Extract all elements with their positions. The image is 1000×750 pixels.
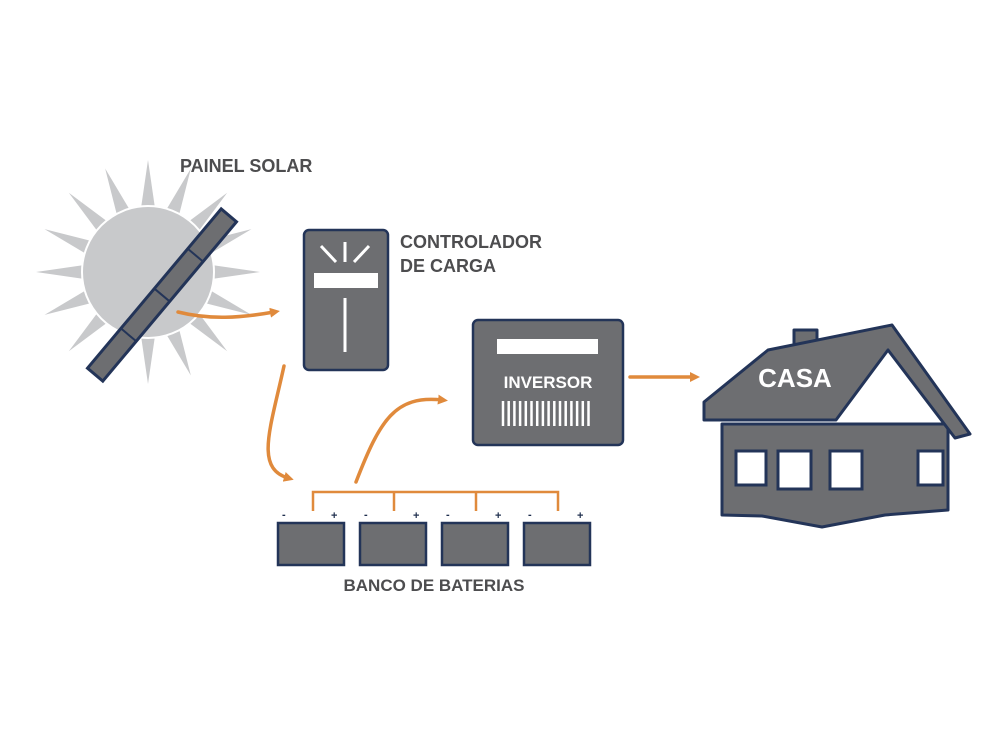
battery-wiring — [311, 490, 560, 511]
flow-arrows — [176, 307, 700, 484]
sun-ray — [68, 312, 108, 352]
sun-ray — [105, 168, 131, 216]
battery-positive-terminal: + — [495, 510, 501, 522]
sun-icon — [36, 160, 260, 384]
sun-ray — [140, 160, 156, 209]
charge-controller-icon — [302, 228, 390, 372]
battery-positive-terminal: + — [331, 510, 337, 522]
battery-negative-terminal: - — [364, 509, 368, 521]
sun-ray — [165, 328, 191, 376]
controller-label-line1: CONTROLADOR — [400, 232, 542, 252]
battery-icon: -+ — [522, 509, 592, 567]
sun-ray — [165, 168, 191, 216]
battery-icon: -+ — [276, 509, 346, 567]
sun-ray — [44, 289, 92, 315]
battery-negative-terminal: - — [282, 509, 286, 521]
house-label: CASA — [758, 363, 832, 393]
inverter-label: INVERSOR — [504, 373, 593, 392]
sun-ray — [68, 192, 108, 232]
sun-ray — [211, 264, 260, 280]
battery-negative-terminal: - — [528, 509, 532, 521]
arrow-panel-to-controller — [176, 307, 280, 319]
solar-panel-icon — [85, 206, 239, 384]
sun-ray — [44, 229, 92, 255]
battery-positive-terminal: + — [577, 510, 583, 522]
sun-ray — [188, 192, 228, 232]
sun-ray — [188, 312, 228, 352]
solar-panel-label: PAINEL SOLAR — [180, 156, 312, 176]
sun-ray — [204, 289, 252, 315]
battery-icon: -+ — [440, 509, 510, 567]
arrow-controller-to-batteries — [266, 364, 294, 482]
battery-bank-label: BANCO DE BATERIAS — [343, 576, 524, 595]
controller-label-line2: DE CARGA — [400, 256, 496, 276]
battery-positive-terminal: + — [413, 510, 419, 522]
sun-ray — [36, 264, 85, 280]
sun-ray — [140, 335, 156, 384]
inverter-icon — [471, 318, 625, 447]
arrow-batteries-to-inverter — [354, 394, 448, 484]
battery-negative-terminal: - — [446, 509, 450, 521]
battery-icon: -+ — [358, 509, 428, 567]
house-icon — [702, 323, 972, 529]
